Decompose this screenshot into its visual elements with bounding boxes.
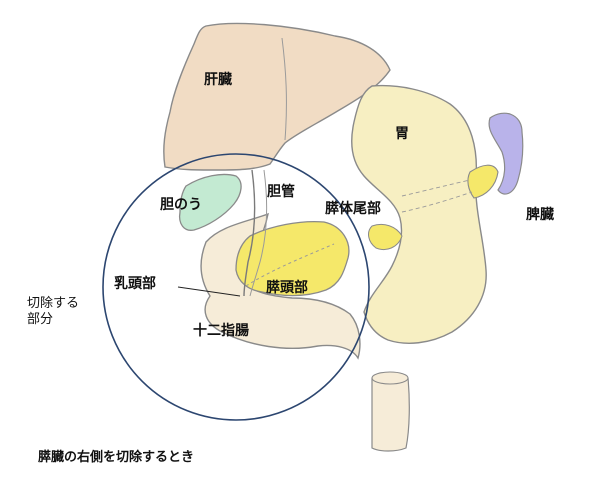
gallbladder-shape [178,173,242,231]
bile-duct [243,169,256,297]
label-resection-area-line1: 切除する [27,296,80,311]
label-bile-duct: 胆管 [267,184,295,200]
label-stomach: 胃 [395,126,409,142]
label-papilla: 乳頭部 [114,276,156,292]
label-resection-area: 切除する 部分 [27,296,79,329]
pancreas-mid-shape [368,223,403,250]
liver-shape [163,22,391,171]
label-spleen: 脾臓 [526,207,554,223]
pancreas-dashed-course [401,179,473,213]
label-duodenum: 十二指腸 [193,323,249,339]
bile-duct-inner [249,169,268,297]
label-pancreas-body-tail: 膵体尾部 [325,201,381,217]
label-gallbladder: 胆のう [160,197,202,213]
papilla-pointer-line [177,286,241,297]
spleen-shape [488,112,524,195]
label-resection-area-line2: 部分 [27,312,54,328]
jejunum-opening [371,371,409,385]
liver-lobe-line [281,37,287,141]
figure-caption: 膵臓の右側を切除するとき [38,450,195,465]
resection-area-circle [102,153,370,421]
pancreas-tail-shape [467,164,499,199]
jejunum-stub [371,372,410,452]
label-liver: 肝臓 [204,72,232,88]
label-pancreas-head: 膵頭部 [266,280,308,296]
stomach-shape [351,84,487,344]
pancreatic-duct-dashed [245,243,335,287]
